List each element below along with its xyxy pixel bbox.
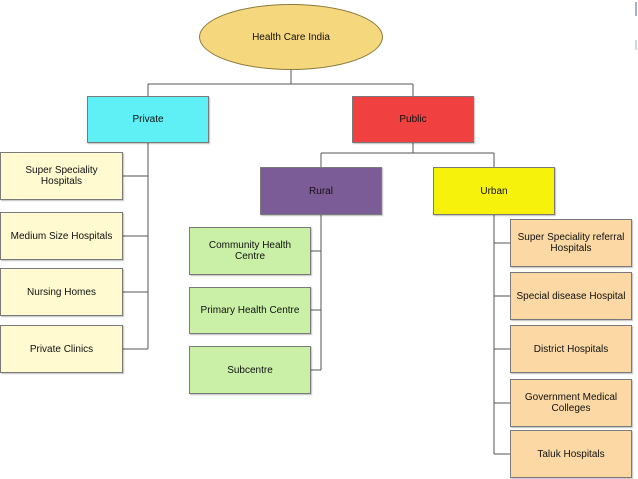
private-leaf: Super Speciality Hospitals xyxy=(0,152,123,200)
private-leaf: Medium Size Hospitals xyxy=(0,212,123,260)
urban-leaf-label: Government Medical Colleges xyxy=(524,392,618,414)
private-node: Private xyxy=(87,96,209,143)
rural-label: Rural xyxy=(309,185,333,197)
private-leaf: Private Clinics xyxy=(0,325,123,373)
urban-leaf-label: District Hospitals xyxy=(533,343,609,355)
urban-leaf: Super Speciality referral Hospitals xyxy=(510,219,632,267)
rural-node: Rural xyxy=(260,167,382,215)
urban-leaf-label: Super Speciality referral Hospitals xyxy=(517,232,625,254)
public-node: Public xyxy=(352,96,474,143)
root-node: Health Care India xyxy=(199,4,383,70)
rural-leaf: Community Health Centre xyxy=(189,227,311,275)
private-leaf-label: Super Speciality Hospitals xyxy=(25,165,98,187)
urban-node: Urban xyxy=(433,167,555,215)
rural-leaf-label: Community Health Centre xyxy=(208,240,292,262)
private-leaf-label: Nursing Homes xyxy=(27,286,96,298)
urban-label: Urban xyxy=(480,185,508,197)
rural-leaf: Subcentre xyxy=(189,346,311,394)
public-label: Public xyxy=(399,114,427,125)
edge-decoration xyxy=(635,2,637,50)
private-leaf-label: Medium Size Hospitals xyxy=(10,230,113,242)
urban-leaf: Taluk Hospitals xyxy=(510,430,632,478)
urban-leaf: Government Medical Colleges xyxy=(510,379,632,427)
rural-leaf: Primary Health Centre xyxy=(189,287,311,334)
private-leaf: Nursing Homes xyxy=(0,268,123,316)
private-leaf-label: Private Clinics xyxy=(29,343,94,355)
private-label: Private xyxy=(132,114,164,125)
urban-leaf-label: Taluk Hospitals xyxy=(537,448,605,460)
root-label: Health Care India xyxy=(252,31,330,43)
urban-leaf: District Hospitals xyxy=(510,325,632,373)
rural-leaf-label: Subcentre xyxy=(227,364,273,376)
urban-leaf: Special disease Hospital xyxy=(510,272,632,320)
rural-leaf-label: Primary Health Centre xyxy=(200,305,300,316)
urban-leaf-label: Special disease Hospital xyxy=(516,290,626,302)
